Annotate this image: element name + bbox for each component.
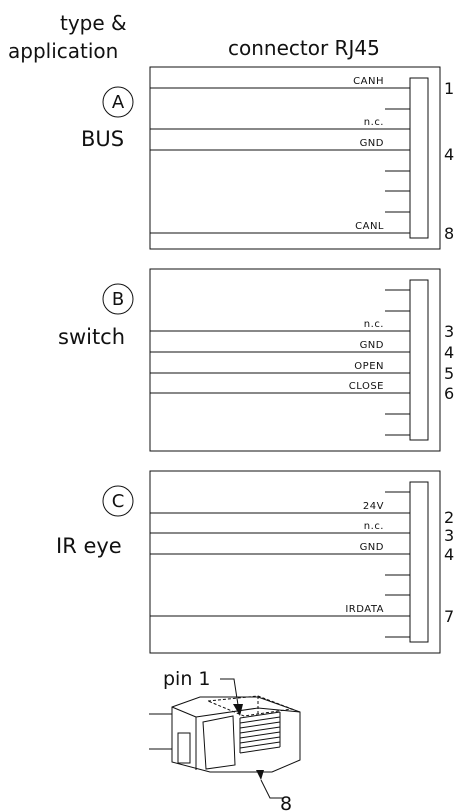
signal-irdata: IRDATA: [345, 604, 384, 615]
pin-number: 4: [444, 145, 454, 164]
pin8-label: 8: [280, 793, 292, 811]
signal-nc: n.c.: [364, 521, 384, 532]
section-c-name: IR eye: [56, 534, 122, 558]
connector-header: connector RJ45: [228, 36, 380, 60]
section-c-connector-block: [409, 481, 429, 643]
pin-number: 8: [444, 224, 454, 243]
section-b-letter: B: [112, 289, 124, 310]
pin1-label: pin 1: [163, 668, 211, 690]
section-b-switch: B switch n.c. GND OPEN CLOSE 3 4 5 6: [58, 268, 454, 452]
section-a-name: BUS: [81, 127, 124, 151]
section-a-frame: [149, 66, 441, 250]
section-c-circle: [102, 485, 134, 517]
pin-number: 3: [444, 322, 454, 341]
pin-number: 7: [444, 607, 454, 626]
signal-canh: CANH: [353, 76, 384, 87]
plug-contacts: [239, 711, 281, 754]
section-c-ir-eye: C IR eye 24V n.c. GND IRDATA 2 3 4 7: [56, 470, 454, 654]
signal-gnd: GND: [360, 138, 384, 149]
pin-number: 3: [444, 526, 454, 545]
pin-number: 4: [444, 545, 454, 564]
pin-number: 4: [444, 343, 454, 362]
type-header-line2: application: [8, 39, 118, 63]
plug-clip: [177, 732, 191, 764]
section-a-letter: A: [112, 92, 125, 113]
section-a-connector-block: [409, 77, 429, 239]
signal-close: CLOSE: [349, 381, 384, 392]
section-a-bus: A BUS CANH n.c. GND CANL 1 4 8: [81, 66, 454, 250]
pin-number: 1: [444, 79, 454, 98]
rj45-plug-illustration: pin 1 8: [149, 668, 301, 811]
signal-24v: 24V: [363, 501, 384, 512]
plug-body: [171, 696, 301, 773]
pin-number: 5: [444, 364, 454, 383]
section-a-circle: [102, 86, 134, 118]
signal-gnd: GND: [360, 340, 384, 351]
signal-gnd: GND: [360, 542, 384, 553]
section-b-name: switch: [58, 325, 125, 349]
section-c-frame: [149, 470, 441, 654]
section-b-frame: [149, 268, 441, 452]
signal-nc: n.c.: [364, 117, 384, 128]
section-c-letter: C: [112, 491, 125, 512]
type-header-line1: type &: [60, 11, 127, 35]
signal-canl: CANL: [355, 221, 384, 232]
section-b-circle: [102, 283, 134, 315]
pin-number: 6: [444, 384, 454, 403]
signal-nc: n.c.: [364, 319, 384, 330]
pin-number: 2: [444, 508, 454, 527]
section-b-connector-block: [409, 279, 429, 441]
signal-open: OPEN: [354, 361, 384, 372]
